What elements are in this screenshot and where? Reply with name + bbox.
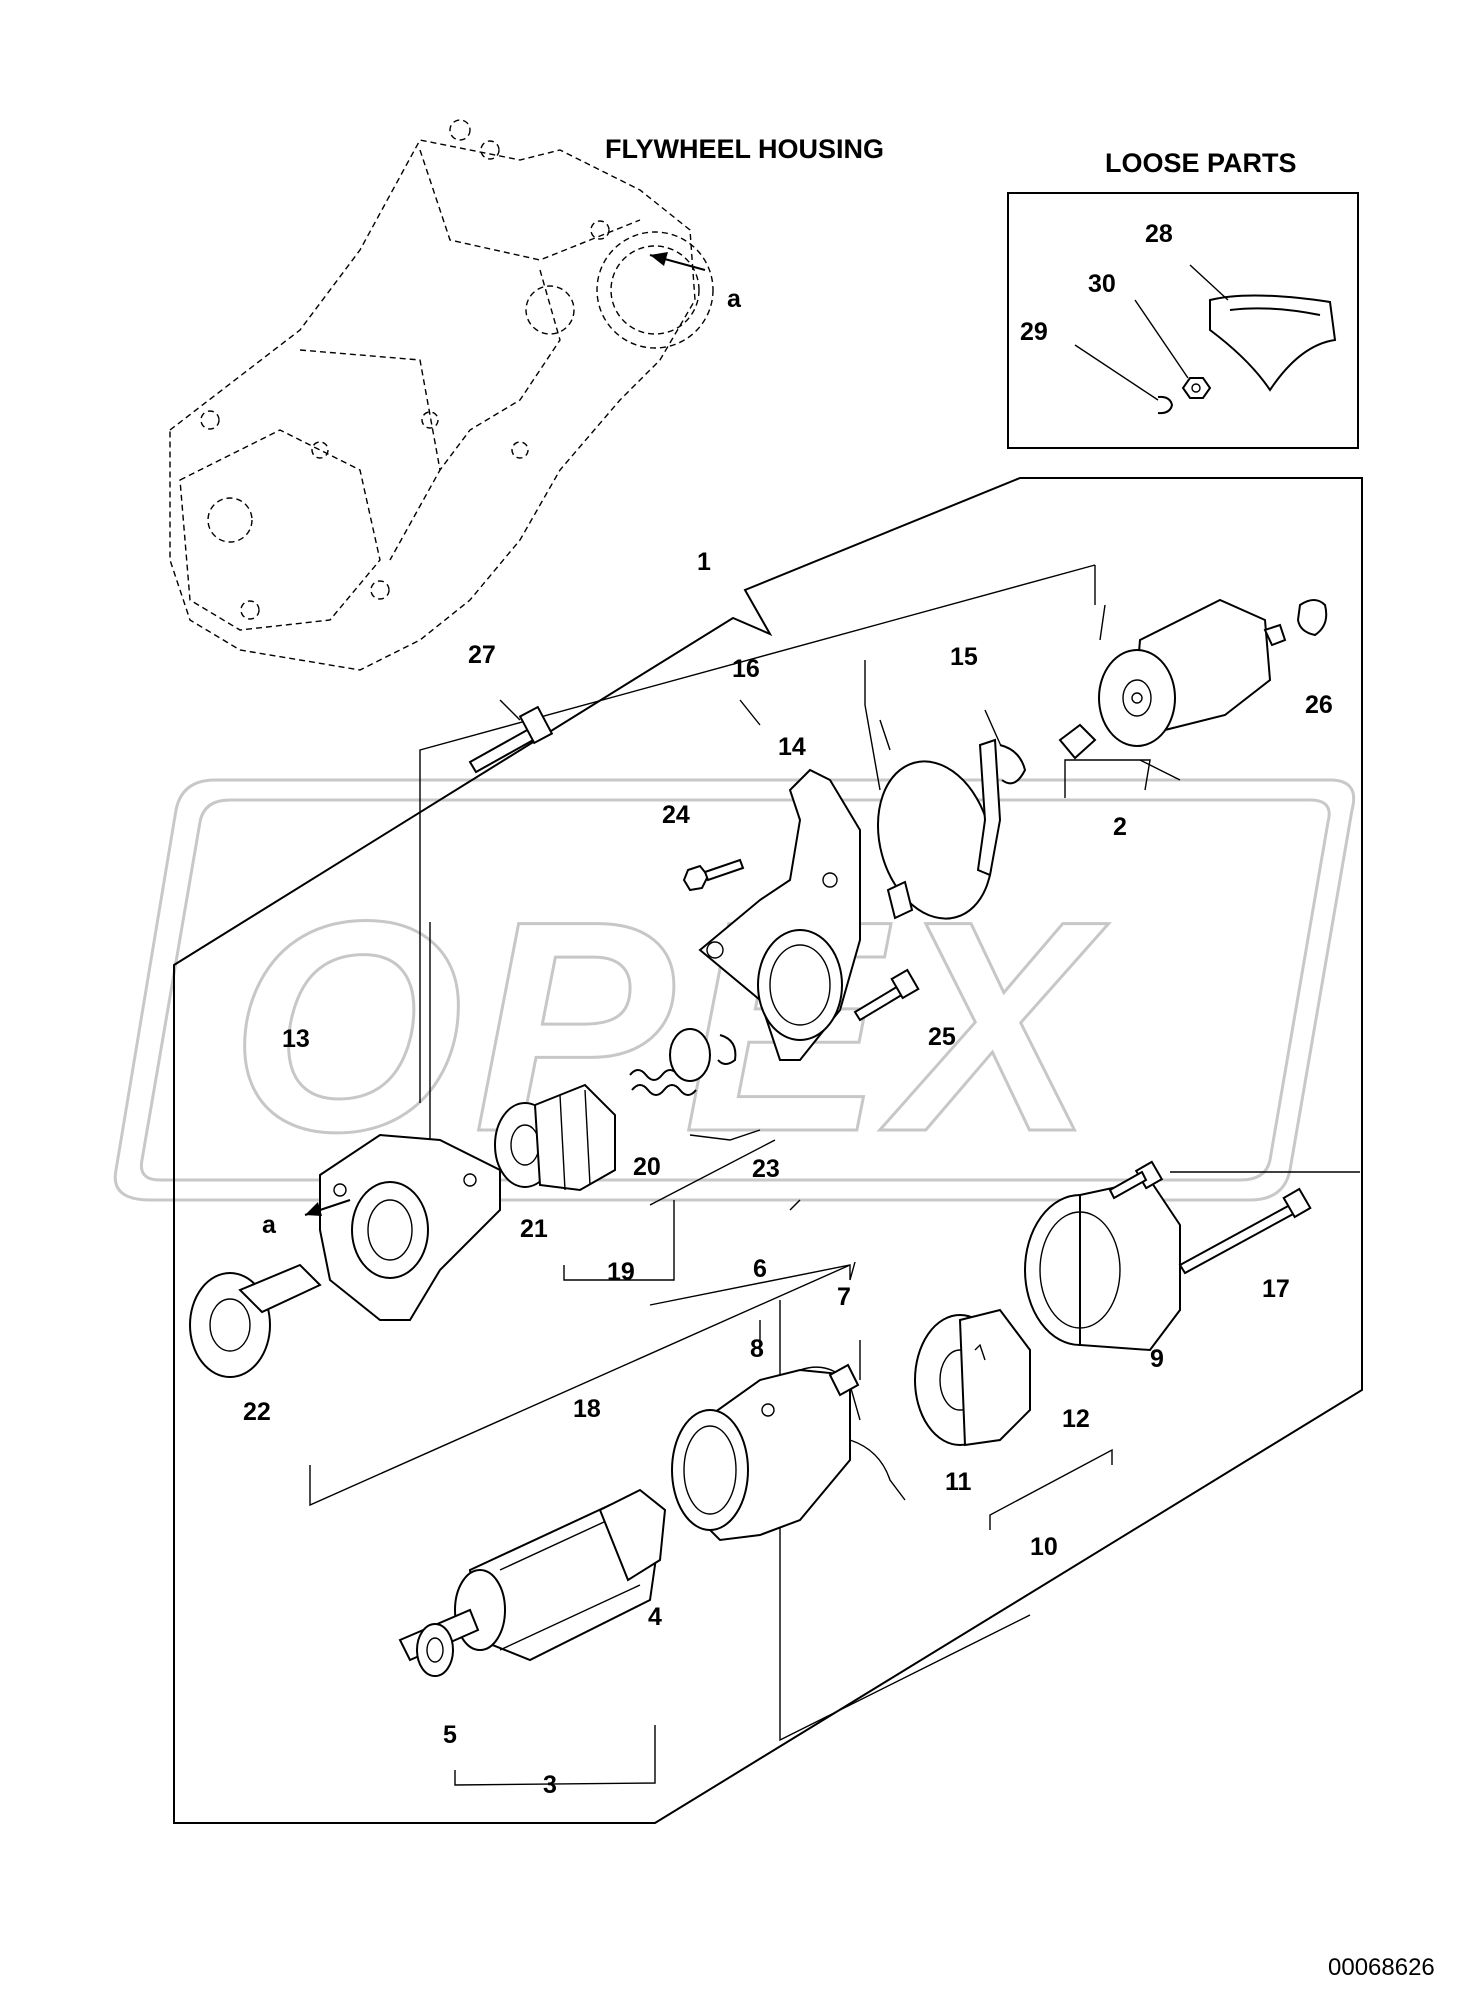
callout-23: 23 bbox=[752, 1155, 780, 1183]
callout-6: 6 bbox=[753, 1255, 767, 1283]
part-23-spring-collar bbox=[629, 1028, 737, 1096]
part-7-terminal bbox=[828, 1363, 860, 1397]
part-6-yoke bbox=[671, 1366, 906, 1542]
part-5-bearing bbox=[416, 1623, 454, 1677]
callout-30: 30 bbox=[1088, 270, 1116, 298]
part-30-nut bbox=[1181, 377, 1212, 399]
loose-parts-heading: LOOSE PARTS bbox=[1105, 148, 1297, 178]
callout-19: 19 bbox=[607, 1258, 635, 1286]
callout-20: 20 bbox=[633, 1153, 661, 1181]
part-26-boot bbox=[1296, 599, 1328, 637]
callout-25: 25 bbox=[928, 1023, 956, 1051]
part-25-bolt bbox=[853, 968, 920, 1022]
part-21-20-clutch-pinion bbox=[494, 1083, 616, 1192]
callout-14: 14 bbox=[778, 733, 806, 761]
callout-13: 13 bbox=[282, 1025, 310, 1053]
callout-24: 24 bbox=[662, 801, 690, 829]
callout-1: 1 bbox=[697, 548, 711, 576]
watermark-text: OPEX bbox=[230, 858, 1109, 1194]
part-29-washer bbox=[1157, 395, 1174, 415]
callout-12: 12 bbox=[1062, 1405, 1090, 1433]
part-17-through-bolt bbox=[1178, 1187, 1312, 1275]
callout-9: 9 bbox=[1150, 1345, 1164, 1373]
callout-10: 10 bbox=[1030, 1533, 1058, 1561]
callout-2: 2 bbox=[1113, 813, 1127, 841]
callout-4: 4 bbox=[648, 1603, 662, 1631]
callout-22: 22 bbox=[243, 1398, 271, 1426]
part-13-front-bracket bbox=[304, 1133, 501, 1321]
flywheel-housing-heading: FLYWHEEL HOUSING bbox=[605, 134, 884, 164]
part-22-gear-shaft bbox=[189, 1263, 322, 1378]
part-24-screw bbox=[682, 858, 745, 892]
part-2-solenoid bbox=[1058, 598, 1287, 760]
callout-16: 16 bbox=[732, 655, 760, 683]
part-27-bolt bbox=[468, 699, 554, 774]
ref-letter-a-bracket: a bbox=[262, 1211, 277, 1239]
callout-11: 11 bbox=[945, 1468, 972, 1496]
part-10-brush-holder bbox=[914, 1308, 1031, 1447]
callout-28: 28 bbox=[1145, 220, 1173, 248]
callout-15: 15 bbox=[950, 643, 978, 671]
cover-screw bbox=[1108, 1160, 1164, 1200]
flywheel-housing-drawing bbox=[169, 119, 714, 671]
assembly-frame bbox=[173, 477, 1363, 1824]
callout-3: 3 bbox=[543, 1771, 557, 1799]
callout-5: 5 bbox=[443, 1721, 457, 1749]
part-28-cover bbox=[1209, 294, 1337, 392]
part-9-rear-cover bbox=[1024, 1178, 1181, 1352]
callout-7: 7 bbox=[837, 1283, 851, 1311]
callout-8: 8 bbox=[750, 1335, 764, 1363]
callout-17: 17 bbox=[1262, 1275, 1290, 1303]
part-15-lever bbox=[976, 738, 1027, 877]
watermark-logo: OPEX bbox=[113, 778, 1356, 1202]
callout-29: 29 bbox=[1020, 318, 1048, 346]
callout-27: 27 bbox=[468, 641, 496, 669]
callout-18: 18 bbox=[573, 1395, 601, 1423]
part-14-drive-housing bbox=[698, 768, 861, 1061]
loose-parts-box bbox=[1007, 192, 1359, 449]
ref-letter-a-housing: a bbox=[727, 285, 742, 313]
callout-21: 21 bbox=[520, 1215, 548, 1243]
callout-26: 26 bbox=[1305, 691, 1333, 719]
drawing-number: 00068626 bbox=[1328, 1954, 1435, 1981]
